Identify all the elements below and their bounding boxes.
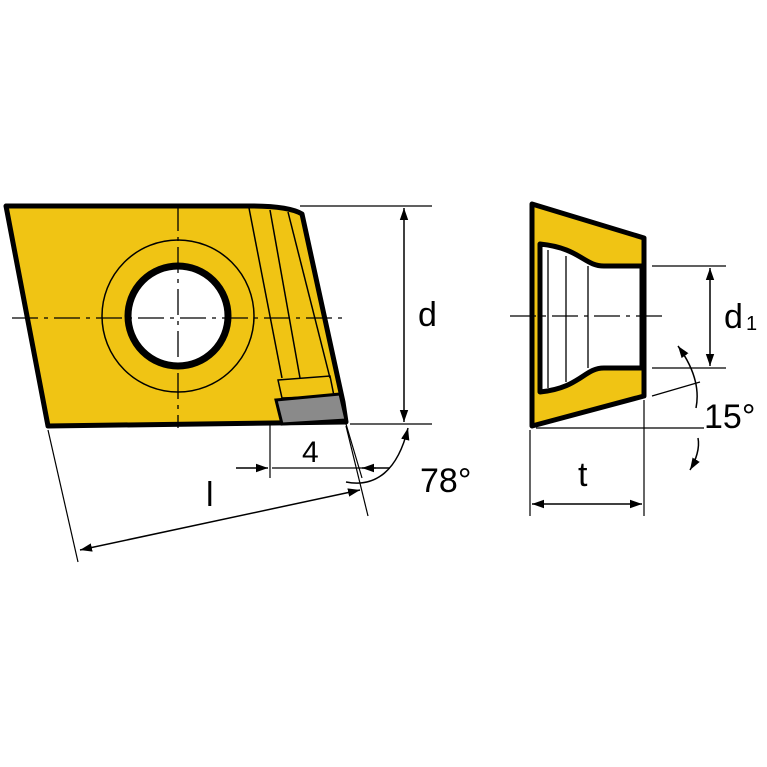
label-l: l	[206, 476, 214, 514]
label-t: t	[578, 456, 588, 494]
cutting-tip	[274, 392, 348, 426]
label-15-degrees: 15°	[704, 398, 755, 436]
dimension-d1	[652, 265, 726, 369]
label-d: d	[418, 296, 437, 334]
edge-line-2	[269, 209, 301, 379]
label-d1: d	[724, 298, 743, 336]
label-d1-subscript: 1	[746, 313, 757, 335]
edge-line-3	[287, 211, 331, 379]
side-view	[510, 201, 666, 429]
label-78-degrees: 78°	[420, 462, 471, 500]
side-bore	[537, 241, 645, 395]
angle-78-marker	[345, 427, 410, 484]
angle-15-marker	[536, 345, 704, 471]
dimension-t	[529, 400, 645, 516]
dimension-d	[300, 205, 432, 425]
edge-line-1	[248, 207, 283, 379]
label-tip-width: 4	[302, 436, 319, 469]
dimension-l	[47, 425, 369, 563]
dimension-tip-width	[236, 423, 390, 479]
front-view	[3, 203, 349, 429]
